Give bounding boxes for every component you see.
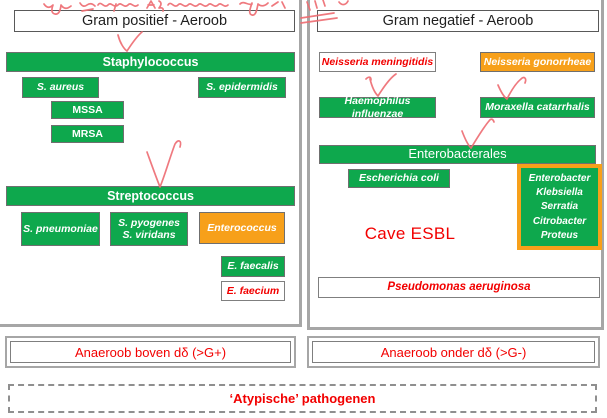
haemophilus-influenzae-box: Haemophilus influenzae bbox=[319, 95, 436, 120]
escherichia-coli-box: Escherichia coli bbox=[348, 169, 450, 188]
s-pyogenes-viridans-box: S. pyogenes S. viridans bbox=[110, 212, 188, 246]
e-faecium-box: E. faecium bbox=[221, 281, 285, 301]
enterobacterales-bar: Enterobacterales bbox=[319, 145, 596, 164]
mssa-box: MSSA bbox=[51, 101, 124, 119]
anaerobic-above-diaphragm-label: Anaeroob boven dδ (>G+) bbox=[10, 341, 291, 363]
gram-negative-header: Gram negatief - Aeroob bbox=[317, 10, 599, 32]
citrobacter-label: Citrobacter bbox=[532, 215, 587, 227]
staphylococcus-bar: Staphylococcus bbox=[6, 52, 295, 72]
serratia-label: Serratia bbox=[540, 201, 579, 213]
enterobacter-label: Enterobacter bbox=[528, 172, 591, 184]
enterobacter-group-box: Enterobacter Klebsiella Serratia Citroba… bbox=[517, 164, 602, 250]
cave-esbl-note: Cave ESBL bbox=[364, 224, 456, 243]
enterococcus-box: Enterococcus bbox=[199, 212, 285, 244]
s-pyogenes-label: S. pyogenes bbox=[118, 216, 180, 229]
klebsiella-label: Klebsiella bbox=[536, 187, 583, 198]
proteus-label: Proteus bbox=[540, 229, 579, 241]
streptococcus-bar: Streptococcus bbox=[6, 186, 295, 206]
neisseria-meningitidis-box: Neisseria meningitidis bbox=[319, 52, 436, 72]
anaerobic-below-diaphragm-box: Anaeroob onder dδ (>G-) bbox=[307, 336, 600, 368]
neisseria-gonorrheae-box: Neisseria gonorrheae bbox=[480, 52, 595, 72]
moraxella-catarrhalis-box: Moraxella catarrhalis bbox=[480, 97, 595, 118]
pseudomonas-aeruginosa-box: Pseudomonas aeruginosa bbox=[318, 277, 600, 298]
s-epidermidis-box: S. epidermidis bbox=[198, 77, 286, 98]
gram-positive-header: Gram positief - Aeroob bbox=[14, 10, 295, 32]
anaerobic-below-diaphragm-label: Anaeroob onder dδ (>G-) bbox=[312, 341, 595, 363]
atypical-pathogens-box: ‘Atypische’ pathogenen bbox=[8, 384, 597, 413]
s-viridans-label: S. viridans bbox=[122, 229, 176, 241]
gram-positive-panel bbox=[0, 0, 302, 327]
s-pneumoniae-box: S. pneumoniae bbox=[21, 212, 100, 246]
s-aureus-box: S. aureus bbox=[22, 77, 99, 98]
mrsa-box: MRSA bbox=[51, 125, 124, 143]
anaerobic-above-diaphragm-box: Anaeroob boven dδ (>G+) bbox=[5, 336, 296, 368]
e-faecalis-box: E. faecalis bbox=[221, 256, 285, 277]
